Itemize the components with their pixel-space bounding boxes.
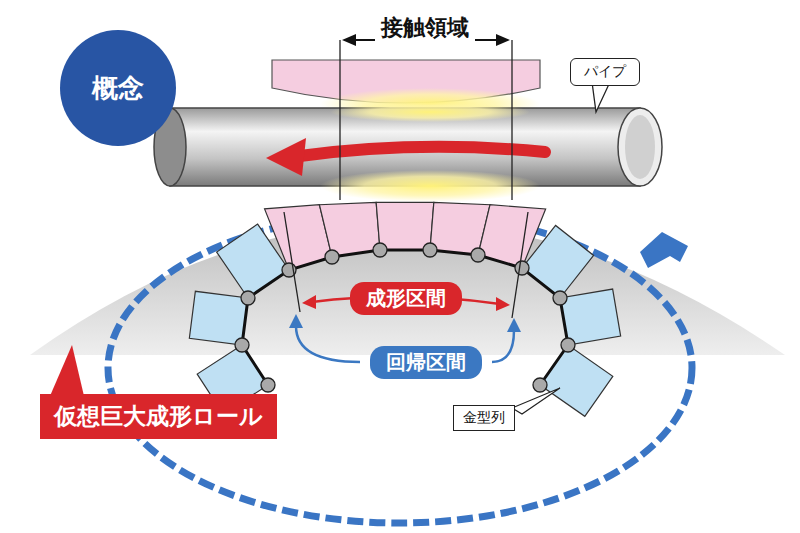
node-text: 仮想巨大成形ロール [54,401,263,432]
return-arrow [492,330,514,362]
label-text: 接触領域 [381,13,469,43]
region-line [284,212,300,312]
dimension-arrowhead [496,34,510,46]
return-arrowhead [289,314,303,328]
chain-pin [471,248,485,262]
roll-label: 仮想巨大成形ロール [40,394,277,439]
chain-pin [423,243,437,257]
node-text: 成形区間 [366,285,446,312]
forming-arrowhead [496,297,510,311]
chain-pin [533,378,547,392]
dimension-arrowhead [342,34,356,46]
return-arrow [296,326,360,362]
node-text: 金型列 [463,409,505,427]
region-line [511,40,512,200]
die-block [189,291,248,345]
chain-pin [553,291,567,305]
region-line [339,40,340,200]
chain-pin [515,261,529,275]
callout-box: 金型列 [453,405,515,431]
section-label: 成形区間 [350,282,462,315]
node-text: 概念 [92,71,144,106]
callout-pointer [512,388,560,414]
chain-pin [373,243,387,257]
rotation-arrowhead [266,138,306,176]
rotation-arrow [300,147,545,156]
die-block [560,289,621,345]
chain-pin [325,250,339,264]
callout-box: パイプ [570,58,640,86]
forming-die [319,202,380,257]
section-label: 回帰区間 [370,346,482,379]
chain-pin [261,378,275,392]
chain-pin [561,338,575,352]
callout-pointer [592,82,610,112]
return-arrowhead [507,318,521,332]
callout-pointer [50,345,84,396]
region-label: 接触領域 [375,13,475,43]
pipe-inner [625,115,655,179]
die-block [540,345,613,416]
node-text: 回帰区間 [386,349,466,376]
region-line [512,212,528,318]
concept-circle: 概念 [60,30,176,146]
chain-pin [241,291,255,305]
contact-glow [320,170,540,202]
forming-die [376,202,434,250]
pipe-opening [618,108,662,186]
forming-arrowhead [302,295,316,309]
chain-pin [235,338,249,352]
node-text: パイプ [584,63,626,81]
dashed-orbit [108,213,692,523]
orbit-arrowhead [640,232,688,268]
contact-glow [330,102,530,122]
